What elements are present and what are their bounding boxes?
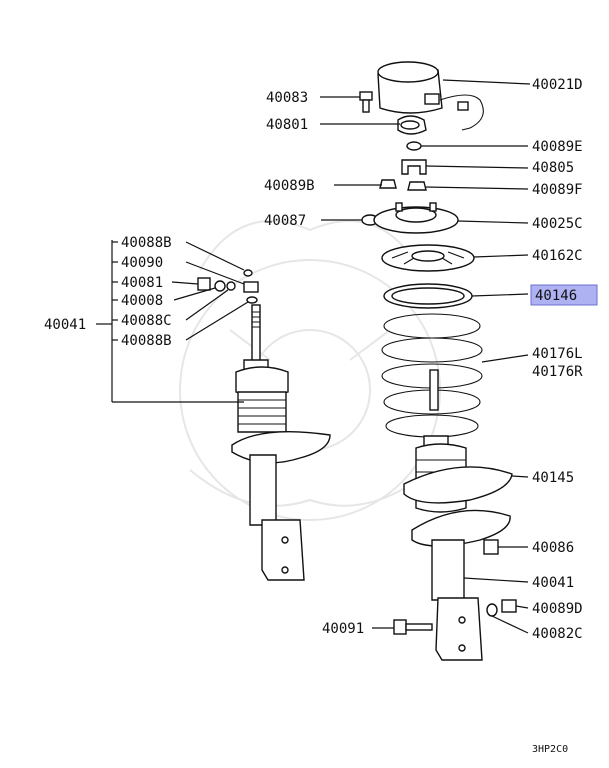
part-labels: 40021D 40083 40801 40089E 40805 40089B 4…: [44, 77, 598, 755]
part-40089F-nut: [407, 181, 427, 191]
label-40025C[interactable]: 40025C: [532, 216, 583, 232]
label-40801[interactable]: 40801: [266, 117, 308, 133]
label-40089E[interactable]: 40089E: [532, 139, 583, 155]
part-40021D-insulator: [377, 61, 484, 131]
part-40089E-nut: [406, 141, 422, 151]
right-strut-assembly: [393, 435, 517, 661]
label-40091[interactable]: 40091: [322, 621, 364, 637]
leader-lines: [96, 79, 531, 634]
part-40805-bracket: [401, 159, 427, 175]
label-40041-left[interactable]: 40041: [44, 317, 86, 333]
part-40025C-mount: [373, 202, 459, 234]
label-40088C[interactable]: 40088C: [121, 313, 172, 329]
label-40176R[interactable]: 40176R: [532, 364, 583, 380]
label-40146[interactable]: 40146: [535, 288, 577, 304]
label-40145[interactable]: 40145: [532, 470, 574, 486]
label-40087[interactable]: 40087: [264, 213, 306, 229]
label-40088B-bottom[interactable]: 40088B: [121, 333, 172, 349]
part-40176-coil-spring: [381, 313, 483, 438]
part-40801-bracket: [397, 115, 427, 135]
label-40082C[interactable]: 40082C: [532, 626, 583, 642]
label-40089D[interactable]: 40089D: [532, 601, 583, 617]
label-40089F[interactable]: 40089F: [532, 182, 583, 198]
label-40086[interactable]: 40086: [532, 540, 574, 556]
part-40146-spring-pad: [383, 283, 473, 309]
label-40176L[interactable]: 40176L: [532, 346, 583, 362]
label-40089B[interactable]: 40089B: [264, 178, 315, 194]
label-40162C[interactable]: 40162C: [532, 248, 583, 264]
label-40090[interactable]: 40090: [121, 255, 163, 271]
part-40089B-nut: [379, 179, 397, 189]
label-40008[interactable]: 40008: [121, 293, 163, 309]
left-small-parts: [197, 269, 259, 304]
label-40805[interactable]: 40805: [532, 160, 574, 176]
figure-code: 3HP2C0: [532, 744, 568, 755]
label-40021D[interactable]: 40021D: [532, 77, 583, 93]
part-40162C-spring-seat: [381, 244, 475, 272]
label-40088B-top[interactable]: 40088B: [121, 235, 172, 251]
label-40041-right[interactable]: 40041: [532, 575, 574, 591]
highlight-box-40146: [530, 284, 598, 306]
left-strut-assembly: [231, 304, 331, 581]
label-40083[interactable]: 40083: [266, 90, 308, 106]
part-40083-bolt: [359, 91, 373, 113]
label-40081[interactable]: 40081: [121, 275, 163, 291]
